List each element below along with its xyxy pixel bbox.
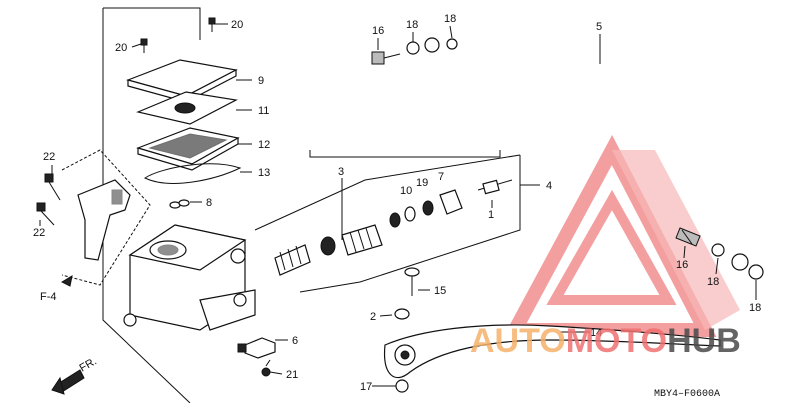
callout-6: 6 — [292, 335, 298, 347]
drawing-code: MBY4–F0600A — [654, 389, 720, 400]
callout-21: 21 — [286, 369, 298, 381]
callout-3: 3 — [338, 166, 344, 178]
svg-text:FR.: FR. — [78, 355, 99, 374]
callout-22-a: 22 — [43, 151, 55, 163]
callout-20-a: 20 — [231, 19, 243, 31]
callouts: 20 20 9 11 12 13 8 3 10 19 7 1 4 16 18 1… — [33, 13, 761, 393]
clutch-lever — [383, 324, 721, 379]
callout-14: 14 — [590, 327, 602, 339]
callout-4: 4 — [546, 180, 552, 192]
front-direction-marker: FR. — [51, 355, 99, 395]
callout-2: 2 — [370, 311, 376, 323]
clutch-hose — [397, 53, 748, 251]
leader-lines — [39, 23, 757, 387]
pivot-bolt — [404, 267, 420, 296]
callout-8: 8 — [206, 197, 212, 209]
watermark-logo — [503, 135, 740, 337]
callout-19: 19 — [416, 177, 428, 189]
callout-18-d: 18 — [749, 302, 761, 314]
callout-11: 11 — [258, 105, 269, 117]
clutch-switch — [237, 337, 276, 359]
bolt-22-b — [36, 202, 55, 226]
nut — [395, 379, 409, 393]
master-cylinder-body — [123, 224, 256, 331]
fitting-end — [731, 253, 749, 271]
svg-text:AUTOMOTOHUB: AUTOMOTOHUB — [470, 322, 741, 360]
watermark-text: AUTOMOTOHUB — [470, 322, 741, 360]
banjo-bolt-16-a — [371, 51, 401, 65]
collar — [394, 308, 410, 320]
piston-set — [274, 189, 463, 276]
callout-22-b: 22 — [33, 227, 45, 239]
washer-18-a — [406, 41, 420, 55]
callout-16-b: 16 — [676, 259, 688, 271]
screw-21 — [261, 359, 271, 377]
banjo-bolt-16-b — [675, 227, 701, 247]
washer-18-c — [446, 38, 458, 50]
screw-20-b — [140, 38, 148, 53]
callout-16-a: 16 — [372, 25, 384, 37]
washer-18-e — [748, 264, 764, 280]
washer-18-b — [424, 37, 440, 53]
callout-15: 15 — [434, 285, 446, 297]
callout-1: 1 — [488, 209, 494, 221]
clip-8 — [169, 199, 190, 209]
washer-18-d — [711, 243, 725, 257]
callout-7: 7 — [438, 171, 444, 183]
svg-text:F-4: F-4 — [40, 291, 57, 303]
cap-plate — [136, 91, 238, 125]
screw-20-a — [208, 17, 216, 32]
callout-18-c: 18 — [707, 276, 719, 288]
callout-9: 9 — [258, 75, 264, 87]
callout-12: 12 — [258, 139, 270, 151]
diaphragm — [136, 127, 240, 171]
frame-reference: F-4 — [40, 274, 73, 303]
o-ring-wire — [143, 163, 242, 184]
callout-18-a: 18 — [406, 19, 418, 31]
push-rod — [477, 179, 513, 195]
callout-20-b: 20 — [115, 42, 127, 54]
bolt-22-a — [44, 173, 61, 201]
mounting-bracket — [61, 149, 151, 286]
callout-5: 5 — [596, 21, 602, 33]
callout-18-b: 18 — [444, 13, 456, 25]
callout-10: 10 — [400, 185, 412, 197]
callout-13: 13 — [258, 167, 270, 179]
callout-17: 17 — [360, 381, 372, 393]
reservoir-box — [102, 7, 521, 403]
